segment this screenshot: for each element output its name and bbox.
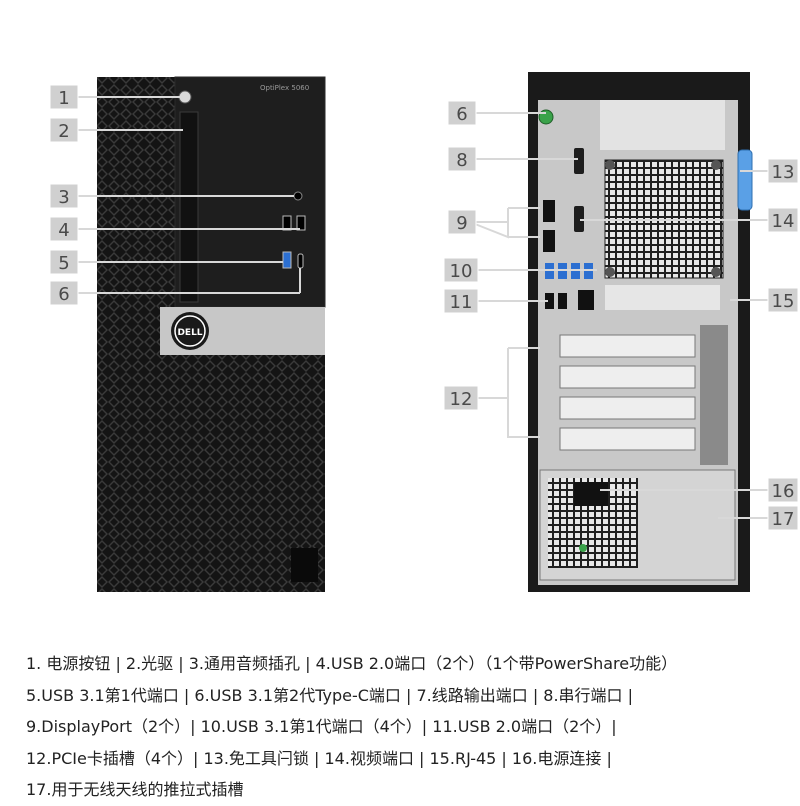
optical-drive xyxy=(179,111,199,303)
component-legend: 1. 电源按钮 | 2.光驱 | 3.通用音频插孔 | 4.USB 2.0端口（… xyxy=(26,648,796,806)
svg-text:2: 2 xyxy=(58,121,69,142)
callout-8: 8 xyxy=(447,146,477,172)
displayport-1[interactable] xyxy=(543,200,555,222)
legend-line-1: 1. 电源按钮 | 2.光驱 | 3.通用音频插孔 | 4.USB 2.0端口（… xyxy=(26,654,678,673)
svg-text:6: 6 xyxy=(58,284,69,305)
psu-indicator xyxy=(579,544,587,552)
svg-text:11: 11 xyxy=(450,292,473,313)
callout-9: 9 xyxy=(447,209,477,235)
usb-type-c-port[interactable] xyxy=(297,253,304,269)
callout-16: 16 xyxy=(767,477,799,503)
svg-text:9: 9 xyxy=(456,213,467,234)
callout-13: 13 xyxy=(767,158,799,184)
front-leader-lines xyxy=(78,96,301,294)
callout-2: 2 xyxy=(49,117,79,143)
pcie-slot-3 xyxy=(559,396,696,420)
svg-text:14: 14 xyxy=(772,211,795,232)
front-tower: OptiPlex 5060 DELL xyxy=(97,76,326,592)
callout-3: 3 xyxy=(49,183,79,209)
displayport-2[interactable] xyxy=(543,230,555,252)
svg-text:8: 8 xyxy=(456,150,467,171)
svg-text:15: 15 xyxy=(772,291,795,312)
svg-text:1: 1 xyxy=(58,88,69,109)
front-bottom-label xyxy=(291,548,318,582)
callout-14: 14 xyxy=(767,207,799,233)
rear-leader-lines xyxy=(474,112,770,519)
power-button[interactable] xyxy=(178,90,192,104)
usb2-port-2[interactable] xyxy=(296,215,306,231)
callout-6-rear: 6 xyxy=(447,100,477,126)
legend-line-4: 12.PCIe卡插槽（4个）| 13.免工具闩锁 | 14.视频端口 | 15.… xyxy=(26,748,612,768)
rear-usb2-port-2[interactable] xyxy=(558,293,567,309)
callout-10: 10 xyxy=(443,257,479,283)
rear-label-plate xyxy=(605,285,720,310)
svg-text:12: 12 xyxy=(450,389,473,410)
svg-text:10: 10 xyxy=(450,261,473,282)
usb31-gen1-port[interactable] xyxy=(282,251,292,269)
video-port[interactable] xyxy=(574,206,584,232)
audio-jack[interactable] xyxy=(293,191,303,201)
rear-tower xyxy=(528,72,753,592)
svg-text:16: 16 xyxy=(772,481,795,502)
callout-12: 12 xyxy=(443,385,479,411)
svg-text:5: 5 xyxy=(58,253,69,274)
svg-text:13: 13 xyxy=(772,162,795,183)
callout-4: 4 xyxy=(49,216,79,242)
dell-logo-text: DELL xyxy=(177,328,202,338)
svg-text:6: 6 xyxy=(456,104,467,125)
dell-optiplex-diagram: OptiPlex 5060 DELL 1 xyxy=(49,72,799,592)
dell-logo-ring xyxy=(174,315,206,347)
rear-top-panel xyxy=(600,100,725,150)
svg-text:17: 17 xyxy=(772,509,795,530)
rear-callouts: 6 8 9 10 11 12 13 14 xyxy=(443,100,799,531)
callout-11: 11 xyxy=(443,288,479,314)
fan-screw-4 xyxy=(711,267,721,277)
fan-screw-3 xyxy=(605,267,615,277)
rj45-port[interactable] xyxy=(578,290,594,310)
front-callouts: 1 2 3 4 5 6 xyxy=(49,84,79,306)
serial-port[interactable] xyxy=(574,148,584,174)
callout-15: 15 xyxy=(767,287,799,313)
callout-6-front: 6 xyxy=(49,280,79,306)
pcie-slot-2 xyxy=(559,365,696,389)
callout-5: 5 xyxy=(49,249,79,275)
svg-text:4: 4 xyxy=(58,220,69,241)
fan-screw-1 xyxy=(605,160,615,170)
usb2-port-1[interactable] xyxy=(282,215,292,231)
legend-line-5: 17.用于无线天线的推拉式插槽 xyxy=(26,780,244,799)
pcie-bracket xyxy=(700,325,728,465)
dell-logo xyxy=(171,312,209,350)
svg-text:3: 3 xyxy=(58,187,69,208)
callout-17: 17 xyxy=(767,505,799,531)
fan-screw-2 xyxy=(711,160,721,170)
power-connector[interactable] xyxy=(574,482,608,506)
legend-line-3: 9.DisplayPort（2个）| 10.USB 3.1第1代端口（4个）| … xyxy=(26,717,617,736)
pcie-slot-1 xyxy=(559,334,696,358)
legend-line-2: 5.USB 3.1第1代端口 | 6.USB 3.1第2代Type-C端口 | … xyxy=(26,685,634,705)
callout-1: 1 xyxy=(49,84,79,110)
pcie-slot-4 xyxy=(559,427,696,451)
model-label: OptiPlex 5060 xyxy=(260,84,309,92)
toolless-latch[interactable] xyxy=(737,149,753,211)
rear-usb2-port-1[interactable] xyxy=(545,293,554,309)
